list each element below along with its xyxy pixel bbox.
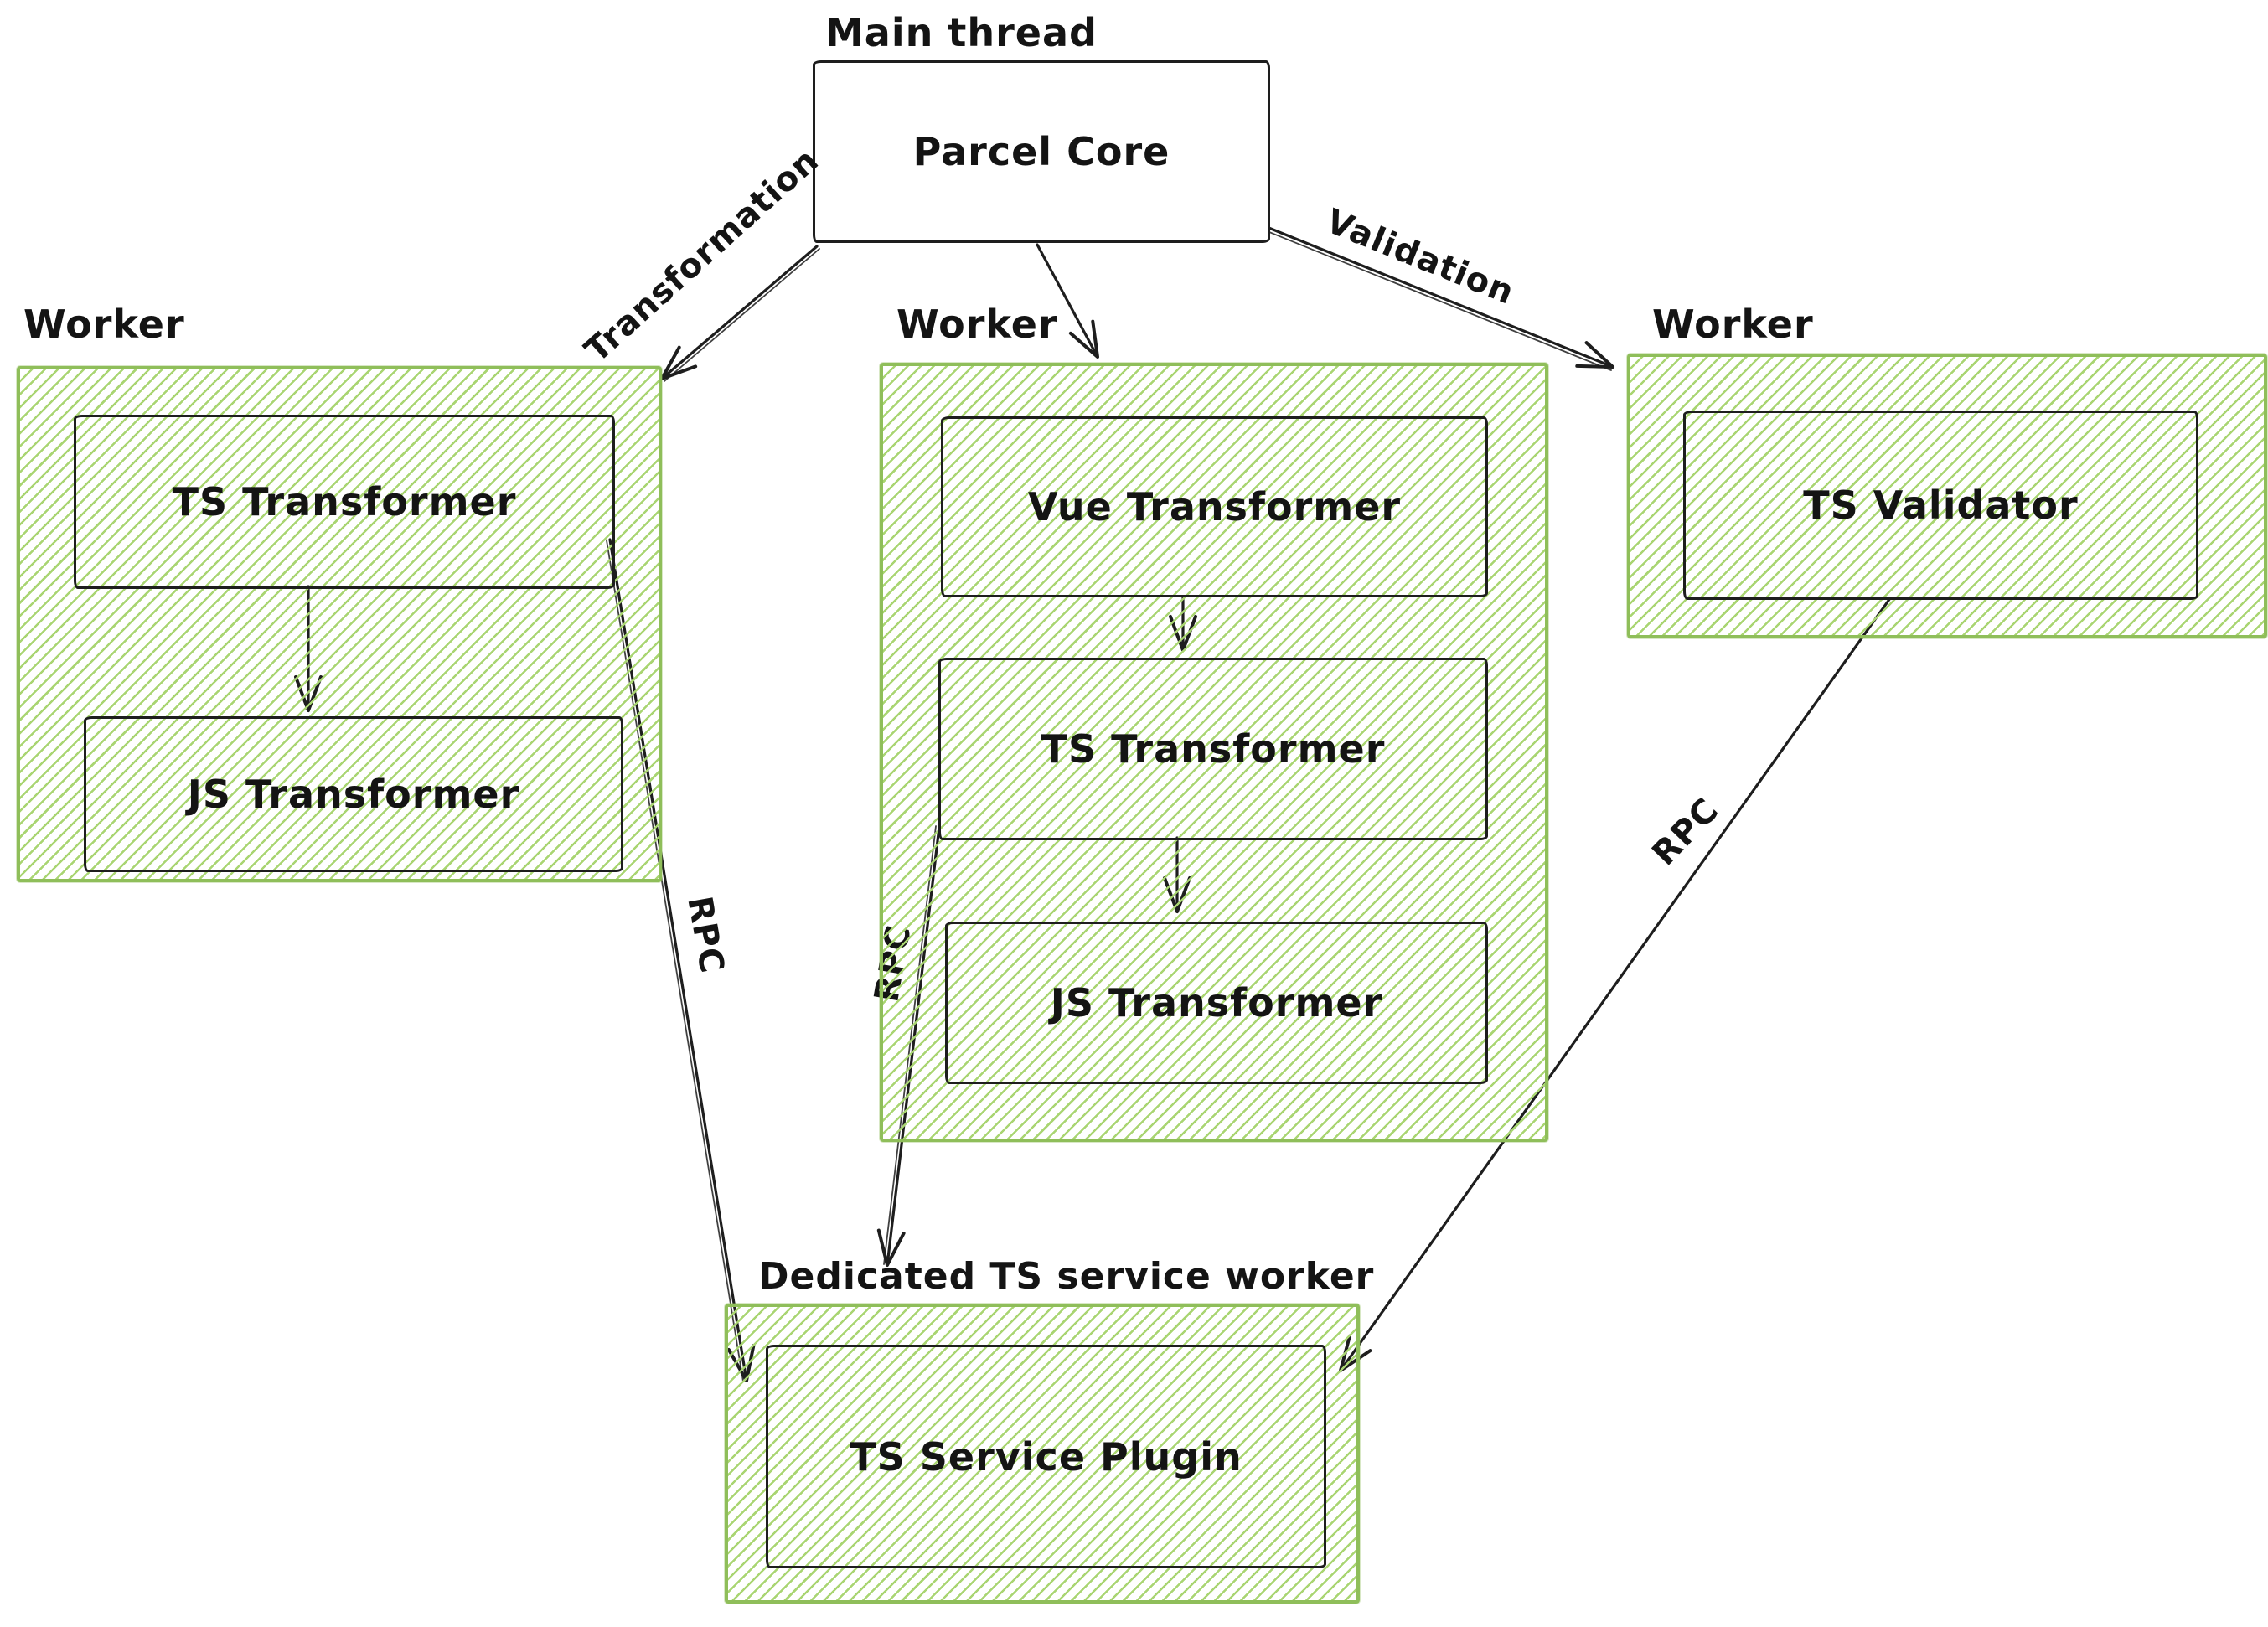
dedicated-worker-box — [725, 1304, 1360, 1604]
node-mid-ts-transformer-label: TS Transformer — [1041, 726, 1386, 772]
node-right-ts-validator-label: TS Validator — [1803, 483, 2079, 528]
node-parcel-core: Parcel Core — [813, 60, 1270, 243]
node-right-ts-validator: TS Validator — [1683, 411, 2198, 600]
node-left-js-transformer-label: JS Transformer — [187, 772, 520, 817]
node-left-js-transformer: JS Transformer — [84, 716, 623, 872]
main-thread-label: Main thread — [825, 10, 1098, 55]
node-mid-vue-transformer: Vue Transformer — [941, 416, 1488, 597]
worker-middle-box — [880, 363, 1548, 1142]
node-mid-vue-transformer-label: Vue Transformer — [1027, 484, 1402, 529]
node-mid-ts-transformer: TS Transformer — [938, 658, 1488, 840]
edge-label-rpc-left: RPC — [679, 893, 731, 977]
node-mid-js-transformer: JS Transformer — [945, 922, 1488, 1084]
edge-label-validation: Validation — [1320, 202, 1520, 312]
worker-middle-label: Worker — [896, 302, 1058, 347]
worker-right-label: Worker — [1652, 302, 1814, 347]
worker-left-box — [17, 366, 662, 882]
node-mid-js-transformer-label: JS Transformer — [1050, 980, 1383, 1025]
dedicated-worker-label: Dedicated TS service worker — [758, 1255, 1375, 1298]
node-left-ts-transformer: TS Transformer — [74, 415, 615, 589]
node-ts-service-plugin: TS Service Plugin — [766, 1345, 1326, 1568]
worker-left-label: Worker — [23, 302, 185, 347]
node-ts-service-plugin-label: TS Service Plugin — [850, 1433, 1242, 1480]
edge-label-transformation: Transformation — [577, 141, 827, 370]
worker-right-box — [1627, 354, 2267, 638]
edge-label-rpc-right: RPC — [1645, 790, 1727, 874]
node-left-ts-transformer-label: TS Transformer — [172, 479, 517, 524]
node-parcel-core-label: Parcel Core — [912, 129, 1170, 174]
